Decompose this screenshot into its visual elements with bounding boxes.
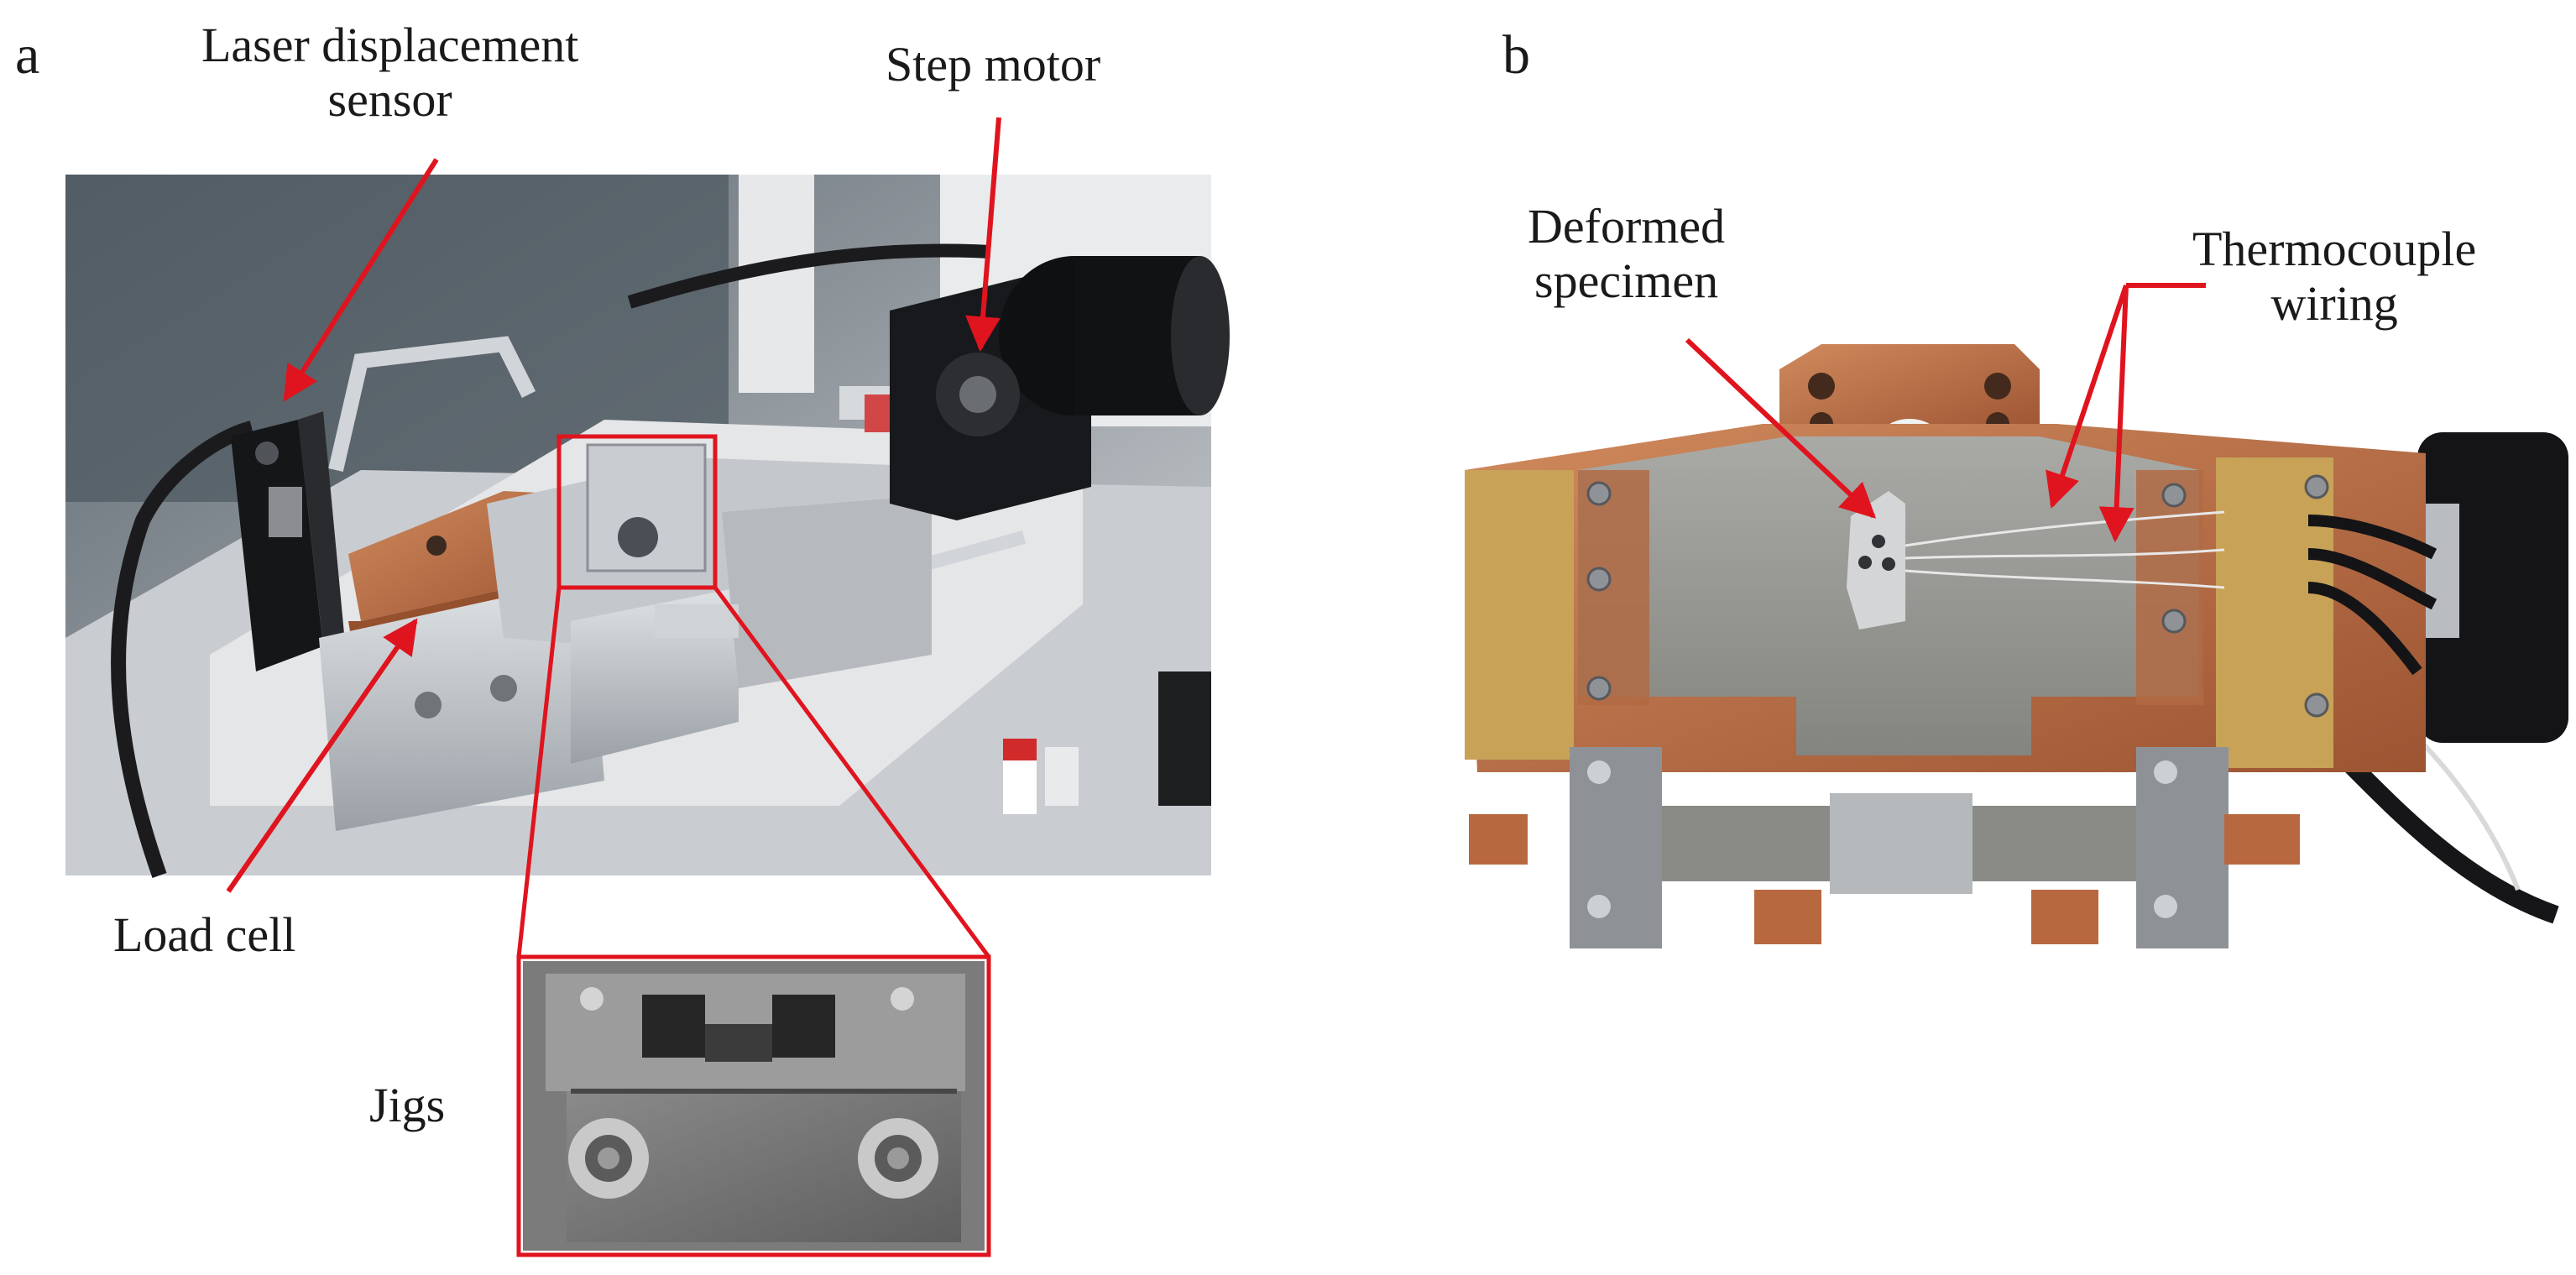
thermocouple-arrow-1 [2046,285,2129,509]
laser-sensor [231,411,344,671]
deformed-specimen-arrow [1685,337,1877,519]
panel-b-letter: b [1502,24,1530,86]
jigs-inset [523,961,985,1251]
thermocouple-wires [1905,510,2225,589]
thermocouple-wiring-label-line2: wiring [2270,275,2398,331]
panel-b-photo [1465,344,2568,948]
jigs-label: Jigs [369,1078,446,1132]
step-motor [890,256,1230,520]
step-motor-arrow [965,117,1001,353]
load-cell-label: Load cell [113,907,296,962]
step-motor-label: Step motor [886,37,1101,91]
deformed-specimen-label-line1: Deformed [1528,199,1726,253]
thermocouple-wiring-label: Thermocouple wiring [2192,222,2476,332]
laser-sensor-label: Laser displacement sensor [201,18,578,128]
load-cell-arrow [226,618,418,893]
laser-sensor-label-line2: sensor [327,71,452,127]
deformed-specimen-label-line2: specimen [1534,253,1719,308]
zoom-callout [516,434,991,1257]
panel-a-arrows [226,117,1001,893]
deformed-specimen-label: Deformed specimen [1528,199,1726,309]
deformed-specimen [1847,491,1905,630]
bottom-clamps [1469,747,2300,948]
panel-a-letter: a [15,24,40,86]
panel-a-photo [65,175,1230,878]
thermocouple-arrow-2 [2098,285,2134,543]
panel-b-arrows [1685,283,2206,543]
laser-sensor-label-line1: Laser displacement [201,18,579,72]
laser-sensor-arrow [283,158,439,402]
thermocouple-wiring-label-line1: Thermocouple [2192,222,2477,276]
